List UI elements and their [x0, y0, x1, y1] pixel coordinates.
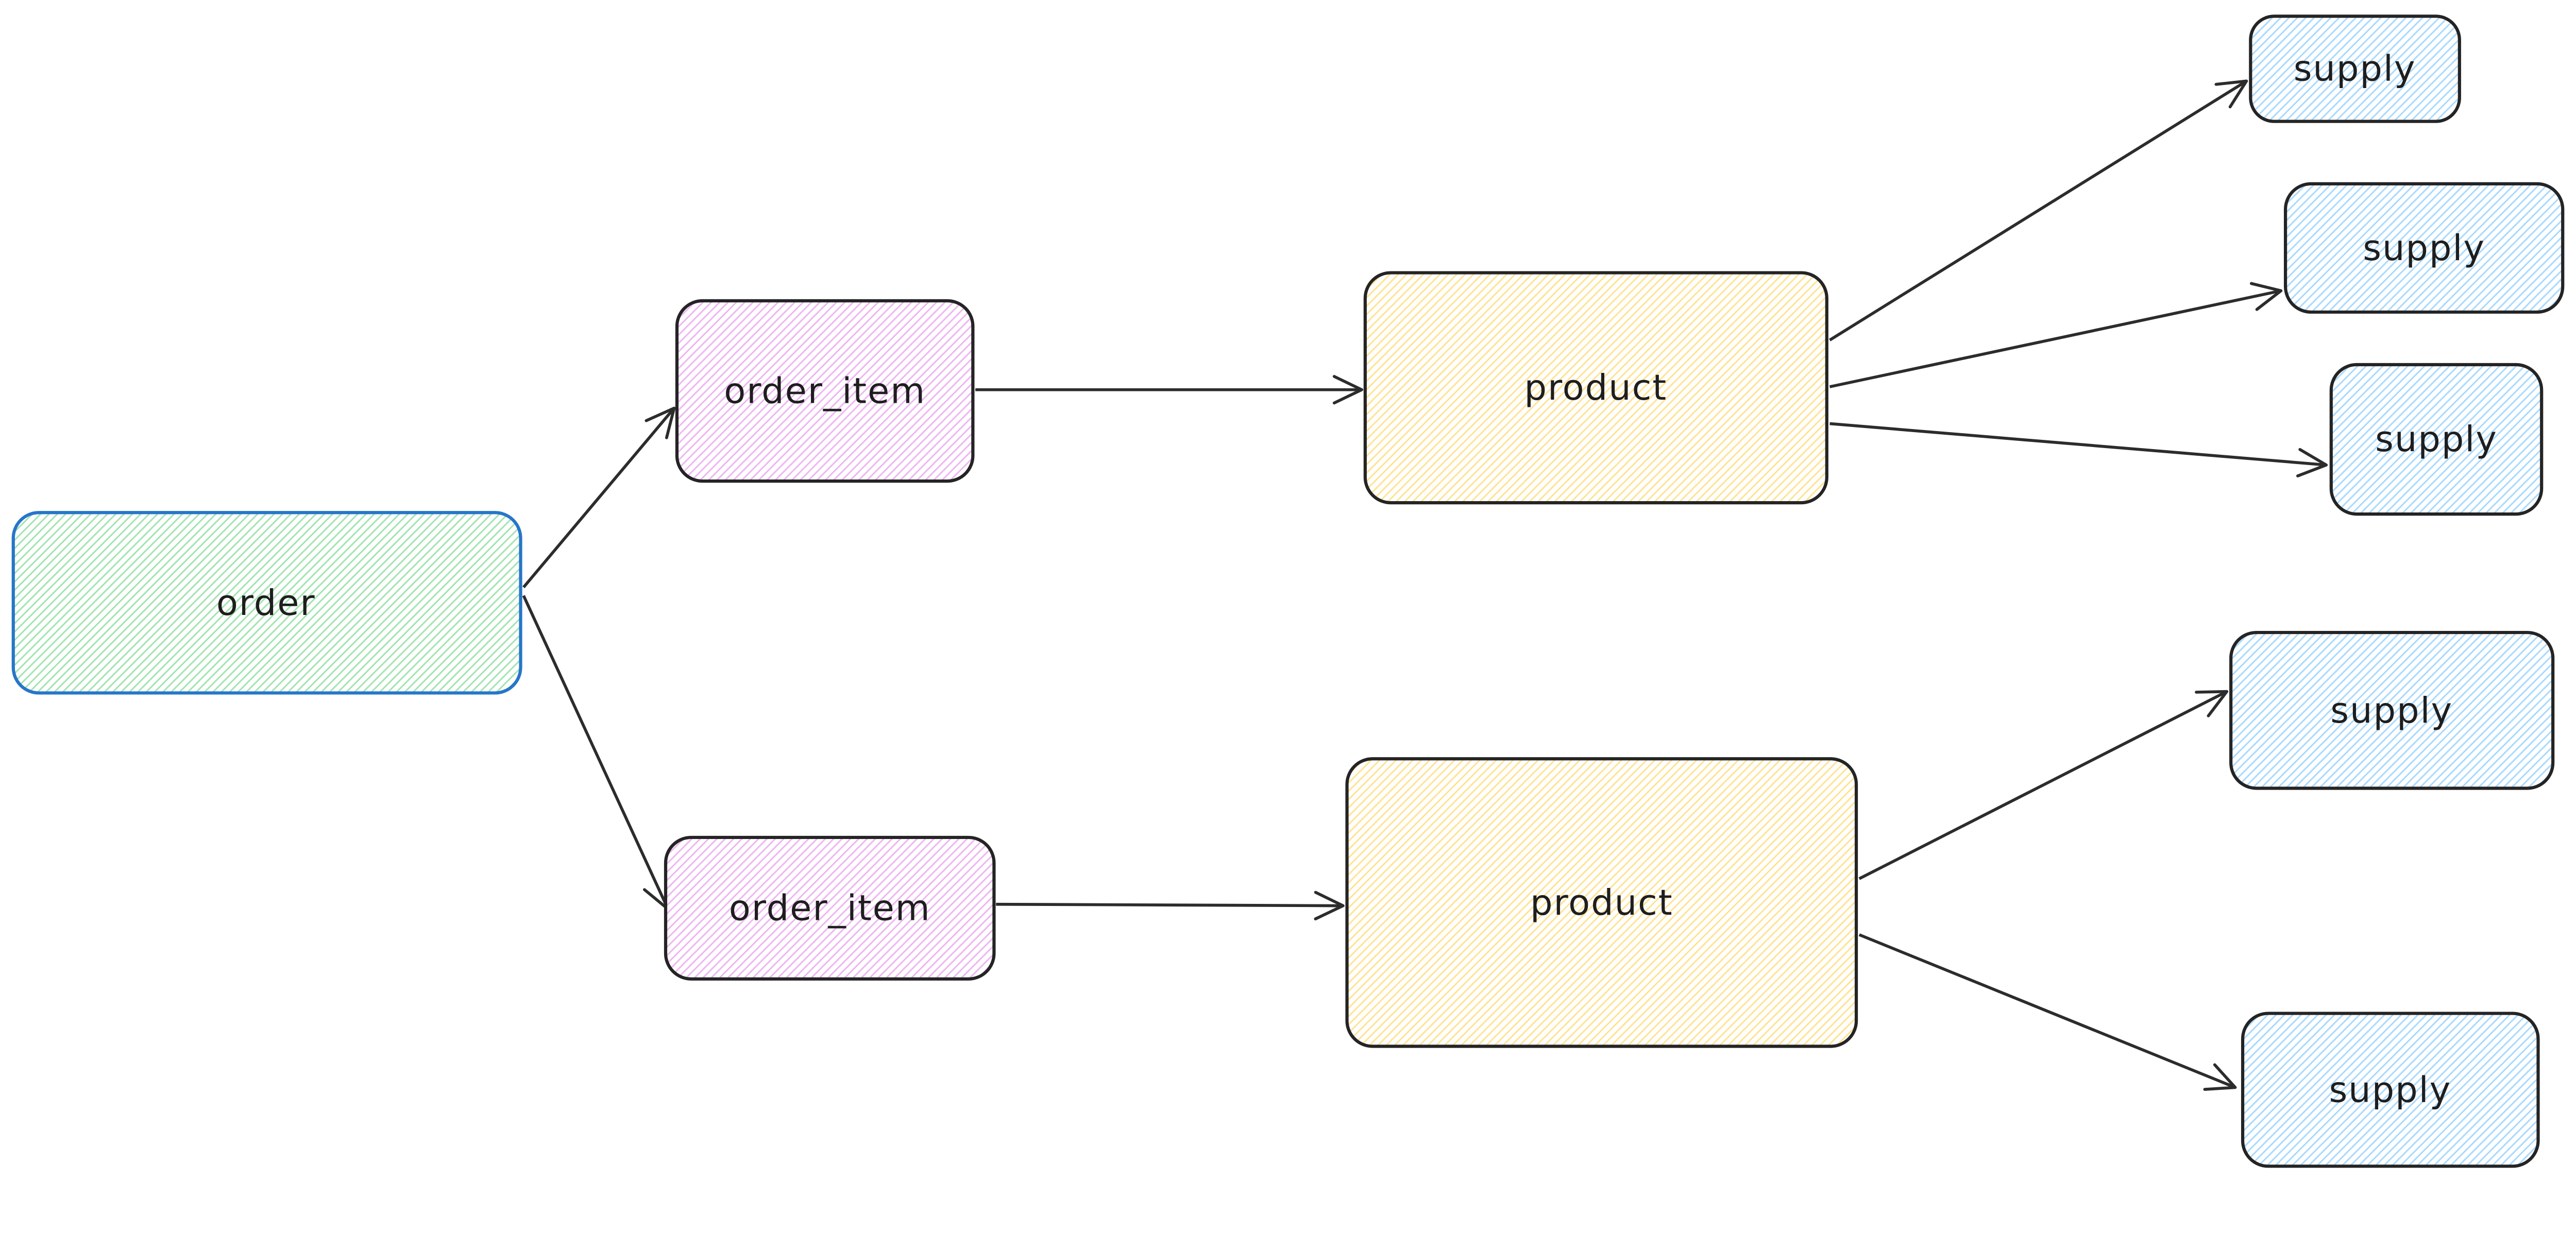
- node-order[interactable]: order: [11, 511, 522, 695]
- node-supply-4[interactable]: supply: [2229, 630, 2555, 790]
- node-supply-5[interactable]: supply: [2241, 1012, 2540, 1168]
- edge-product-top-to-supply-1[interactable]: [1829, 79, 2248, 341]
- node-order-label: order: [216, 583, 316, 624]
- node-order-item-top-label: order_item: [724, 371, 926, 412]
- node-order-item-top[interactable]: order_item: [675, 299, 975, 483]
- node-product-bottom[interactable]: product: [1345, 757, 1858, 1048]
- node-product-bottom-shape[interactable]: [1345, 757, 1858, 1048]
- node-order-shape[interactable]: [11, 511, 522, 695]
- node-supply-1-label: supply: [2294, 48, 2416, 90]
- edge-product-top-to-supply-2[interactable]: [1829, 282, 2283, 388]
- node-order-item-bottom[interactable]: order_item: [664, 835, 996, 981]
- node-supply-1[interactable]: supply: [2249, 14, 2461, 123]
- node-supply-4-label: supply: [2330, 690, 2453, 731]
- edge-product-bottom-to-supply-4[interactable]: [1858, 690, 2229, 880]
- node-product-top-shape[interactable]: [1363, 271, 1828, 505]
- node-supply-3-shape[interactable]: [2329, 363, 2544, 516]
- diagram-canvas[interactable]: order order_item order_item product prod…: [0, 0, 2576, 1177]
- edge-product-bottom-to-supply-5[interactable]: [1858, 933, 2237, 1091]
- nodes-layer: order order_item order_item product prod…: [11, 14, 2565, 1168]
- node-supply-3[interactable]: supply: [2329, 363, 2544, 516]
- node-order-item-bottom-label: order_item: [729, 887, 931, 929]
- node-supply-4-shape[interactable]: [2229, 630, 2555, 790]
- node-product-bottom-label: product: [1530, 882, 1673, 923]
- node-product-top[interactable]: product: [1363, 271, 1828, 505]
- node-supply-2-label: supply: [2363, 228, 2485, 269]
- edge-product-top-to-supply-3[interactable]: [1829, 422, 2328, 477]
- node-order-item-bottom-shape[interactable]: [664, 835, 996, 981]
- node-product-top-label: product: [1524, 367, 1668, 408]
- node-supply-3-label: supply: [2375, 419, 2498, 460]
- edge-order-to-order-item-bottom[interactable]: [522, 595, 670, 911]
- node-supply-5-label: supply: [2329, 1069, 2451, 1110]
- edges-layer: [522, 79, 2328, 1091]
- node-supply-1-shape[interactable]: [2249, 14, 2461, 123]
- node-supply-2[interactable]: supply: [2283, 182, 2565, 314]
- node-supply-5-shape[interactable]: [2241, 1012, 2540, 1168]
- edge-order-to-order-item-top[interactable]: [522, 406, 676, 589]
- node-order-item-top-shape[interactable]: [675, 299, 975, 483]
- edge-order-item-bottom-to-product-bottom[interactable]: [996, 890, 1345, 920]
- node-supply-2-shape[interactable]: [2283, 182, 2565, 314]
